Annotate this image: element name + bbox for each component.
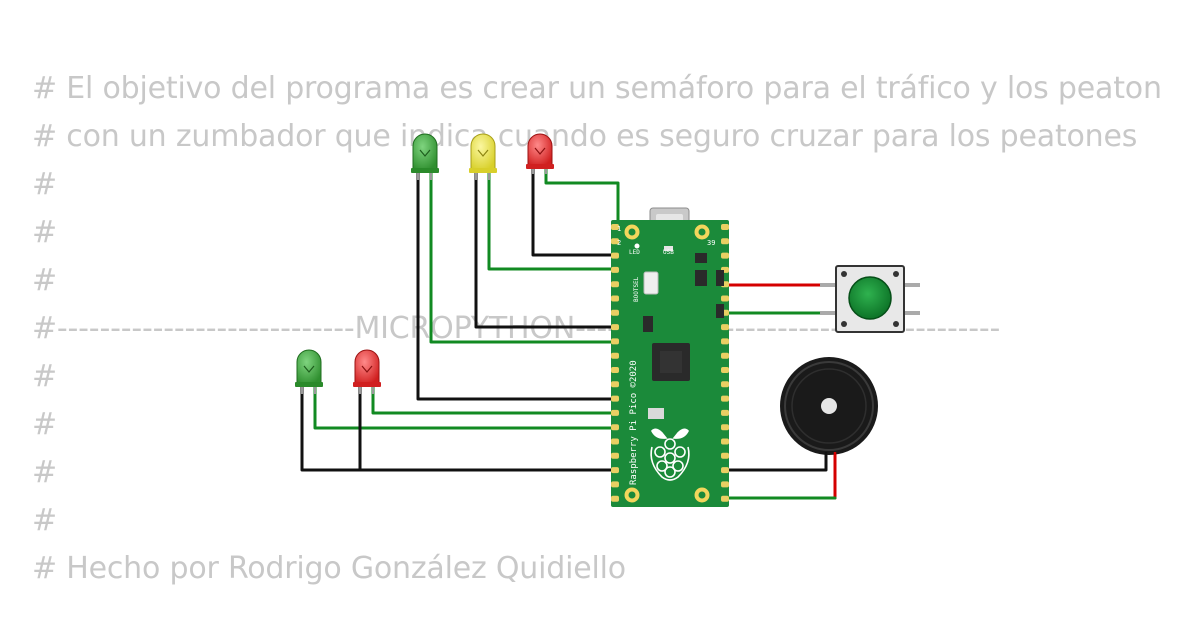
board-pin-left-16	[611, 438, 619, 445]
board-pin-left-2	[611, 238, 619, 245]
board-pin-right-12	[721, 381, 729, 388]
board-pin-left-14	[611, 409, 619, 416]
board-pin-left-11	[611, 367, 619, 373]
board-pin-left-20	[611, 495, 619, 502]
code-line-11: # Hecho por Rodrigo González Quidiello	[32, 551, 626, 586]
board-pin-right-11	[721, 367, 729, 373]
board-pin-left-12	[611, 381, 619, 388]
pin-header-right	[721, 224, 729, 502]
board-pin-left-13	[611, 395, 619, 402]
code-line-2: # con un zumbador que indica cuando es s…	[32, 119, 1138, 154]
bootsel-button	[643, 271, 659, 295]
board-name-label: Raspberry Pi Pico ©2020	[629, 360, 639, 485]
board-pin-left-9	[611, 338, 619, 345]
wire-traffic-green-anode	[429, 170, 624, 344]
raspberry-logo-icon	[650, 428, 690, 481]
push-button	[820, 265, 920, 333]
code-line-3: #	[32, 167, 57, 202]
wire-pedestrian-red-anode	[371, 384, 624, 415]
wire-traffic-red-cathode	[531, 166, 624, 257]
board-pin-right-16	[721, 438, 729, 445]
board-pin-left-8	[611, 324, 619, 331]
board-pin-left-17	[611, 452, 619, 459]
wire-pedestrian-green-cathode	[300, 384, 624, 472]
board-pin-right-18	[721, 467, 729, 474]
board-pin-left-19	[611, 481, 619, 488]
wire-buzzer-black	[714, 453, 828, 472]
pin-1-label: 1	[617, 225, 621, 233]
wire-pedestrian-green-anode	[313, 384, 624, 430]
board-pin-left-15	[611, 424, 619, 431]
board-pin-right-13	[721, 395, 729, 402]
code-line-8: #	[32, 407, 57, 442]
board-pin-left-10	[611, 352, 619, 359]
board-pin-right-6	[721, 295, 729, 302]
board-pin-right-2	[721, 238, 729, 245]
board-pin-right-3	[721, 252, 729, 259]
pin-39-label: 39	[707, 239, 715, 247]
board-pin-left-7	[611, 309, 619, 316]
board-pin-right-14	[721, 409, 729, 416]
board-pin-right-17	[721, 452, 729, 459]
bootsel-label: BOOTSEL	[633, 276, 640, 302]
code-line-7: #	[32, 359, 57, 394]
board-pin-right-1	[721, 224, 729, 230]
raspberry-pi-pico-board: 1 2 39 LED USB BOOTSEL Raspberry Pi Pico…	[611, 207, 729, 507]
code-line-1: # El objetivo del programa es crear un s…	[32, 71, 1162, 106]
code-line-9: #	[32, 455, 57, 490]
code-line-10: #	[32, 503, 57, 538]
pedestrian-red-led	[353, 349, 381, 394]
button-cap	[848, 276, 892, 320]
pedestrian-green-led	[295, 349, 323, 394]
board-pin-left-18	[611, 467, 619, 474]
board-pin-right-9	[721, 338, 729, 345]
board-pin-left-6	[611, 295, 619, 302]
traffic-green-led	[411, 133, 439, 180]
board-pin-left-1	[611, 224, 619, 230]
flash-chip	[648, 408, 664, 419]
wire-traffic-red-anode	[544, 166, 620, 229]
board-pin-left-5	[611, 281, 619, 288]
board-pin-right-10	[721, 352, 729, 359]
traffic-yellow-led	[469, 133, 497, 180]
wire-buzzer-red	[716, 453, 837, 500]
code-line-4: #	[32, 215, 57, 250]
led-label: LED	[629, 249, 640, 256]
traffic-red-led	[526, 133, 554, 174]
wire-traffic-yellow-cathode	[474, 170, 624, 329]
board-pin-right-15	[721, 424, 729, 431]
board-pin-right-20	[721, 495, 729, 502]
buzzer	[780, 357, 878, 460]
wire-traffic-yellow-anode	[487, 170, 624, 271]
board-pin-left-3	[611, 252, 619, 259]
code-line-5: #	[32, 263, 57, 298]
board-pin-right-19	[721, 481, 729, 488]
wire-traffic-green-cathode	[416, 170, 624, 401]
board-pin-right-8	[721, 324, 729, 331]
board-pin-left-4	[611, 266, 619, 273]
pin-2-label: 2	[617, 239, 621, 247]
usb-label: USB	[663, 249, 674, 256]
pin-header-left	[611, 224, 619, 502]
